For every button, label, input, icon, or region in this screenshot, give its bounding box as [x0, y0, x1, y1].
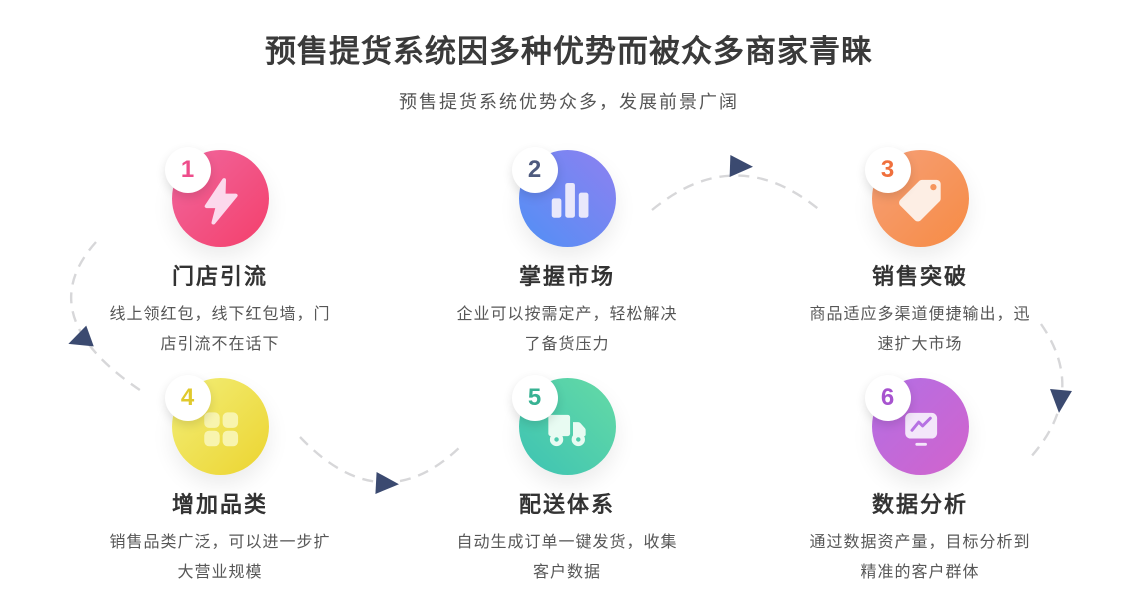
step-number-badge: 1 [164, 147, 211, 193]
feature-desc-line: 了备货压力 [524, 336, 610, 353]
arrowhead-right-icon [729, 155, 753, 177]
feature-desc-line: 大营业规模 [177, 564, 263, 581]
truck-icon [548, 414, 586, 446]
monitor-chart-icon [905, 412, 938, 446]
feature-title: 门店引流 [171, 264, 268, 289]
feature-desc: 企业可以按需定产，轻松解决 了备货压力 [407, 300, 727, 360]
step-number-badge: 5 [511, 375, 558, 421]
feature-card-sales-breakthrough: 3 销售突破 商品适应多渠道便捷输出，迅 速扩大市场 [760, 147, 1080, 360]
feature-desc-line: 销售品类广泛，可以进一步扩 [109, 534, 331, 551]
feature-desc: 线上领红包，线下红包墙，门 店引流不在话下 [60, 300, 380, 360]
feature-desc: 销售品类广泛，可以进一步扩 大营业规模 [60, 528, 380, 588]
feature-desc-line: 通过数据资产量，目标分析到 [809, 534, 1031, 551]
feature-desc-line: 精准的客户群体 [860, 564, 980, 581]
bar-chart-icon [551, 182, 589, 218]
step-number-badge: 2 [511, 147, 558, 193]
feature-card-store-traffic: 1 门店引流 线上领红包，线下红包墙，门 店引流不在话下 [60, 147, 380, 360]
feature-title: 增加品类 [171, 492, 268, 517]
feature-desc: 通过数据资产量，目标分析到 精准的客户群体 [760, 528, 1080, 588]
feature-desc-line: 速扩大市场 [877, 336, 963, 353]
feature-desc-line: 客户数据 [532, 564, 601, 581]
lightning-icon [204, 177, 238, 225]
feature-desc-line: 企业可以按需定产，轻松解决 [456, 306, 678, 323]
feature-desc-line: 店引流不在话下 [160, 336, 280, 353]
page-title: 预售提货系统因多种优势而被众多商家青睐 [265, 34, 873, 69]
step-number-badge: 6 [864, 375, 911, 421]
arrowhead-right2-icon [375, 472, 399, 494]
grid-icon [204, 411, 239, 446]
step-number-badge: 4 [164, 375, 211, 421]
feature-card-more-categories: 4 增加品类 销售品类广泛，可以进一步扩 大营业规模 [60, 375, 380, 588]
step-number-badge: 3 [864, 147, 911, 193]
price-tag-icon [899, 179, 941, 221]
feature-title: 销售突破 [871, 264, 968, 289]
feature-title: 掌握市场 [518, 264, 615, 289]
feature-desc-line: 线上领红包，线下红包墙，门 [109, 306, 331, 323]
feature-2-icon-wrap: 2 [511, 147, 616, 247]
flow-arc-left [70, 241, 147, 396]
feature-card-delivery-system: 5 配送体系 自动生成订单一键发货，收集 客户数据 [407, 375, 727, 588]
feature-card-data-analysis: 6 数据分析 通过数据资产量，目标分析到 精准的客户群体 [760, 375, 1080, 588]
feature-4-icon-wrap: 4 [164, 375, 269, 475]
feature-desc-line: 自动生成订单一键发货，收集 [456, 534, 678, 551]
arrowhead-left-icon [68, 325, 94, 347]
arrowhead-down-icon [1050, 389, 1072, 413]
feature-3-icon-wrap: 3 [864, 147, 969, 247]
page-subtitle: 预售提货系统优势众多，发展前景广阔 [399, 92, 739, 112]
feature-title: 数据分析 [871, 492, 968, 517]
feature-card-market-grasp: 2 掌握市场 企业可以按需定产，轻松解决 了备货压力 [407, 147, 727, 360]
feature-desc: 商品适应多渠道便捷输出，迅 速扩大市场 [760, 300, 1080, 360]
flow-arc-top [651, 174, 823, 213]
header: 预售提货系统因多种优势而被众多商家青睐 预售提货系统优势众多，发展前景广阔 [0, 0, 1138, 114]
feature-6-icon-wrap: 6 [864, 375, 969, 475]
feature-title: 配送体系 [518, 492, 615, 517]
feature-5-icon-wrap: 5 [511, 375, 616, 475]
feature-desc-line: 商品适应多渠道便捷输出，迅 [809, 306, 1031, 323]
feature-desc: 自动生成订单一键发货，收集 客户数据 [407, 528, 727, 588]
feature-1-icon-wrap: 1 [164, 147, 269, 247]
